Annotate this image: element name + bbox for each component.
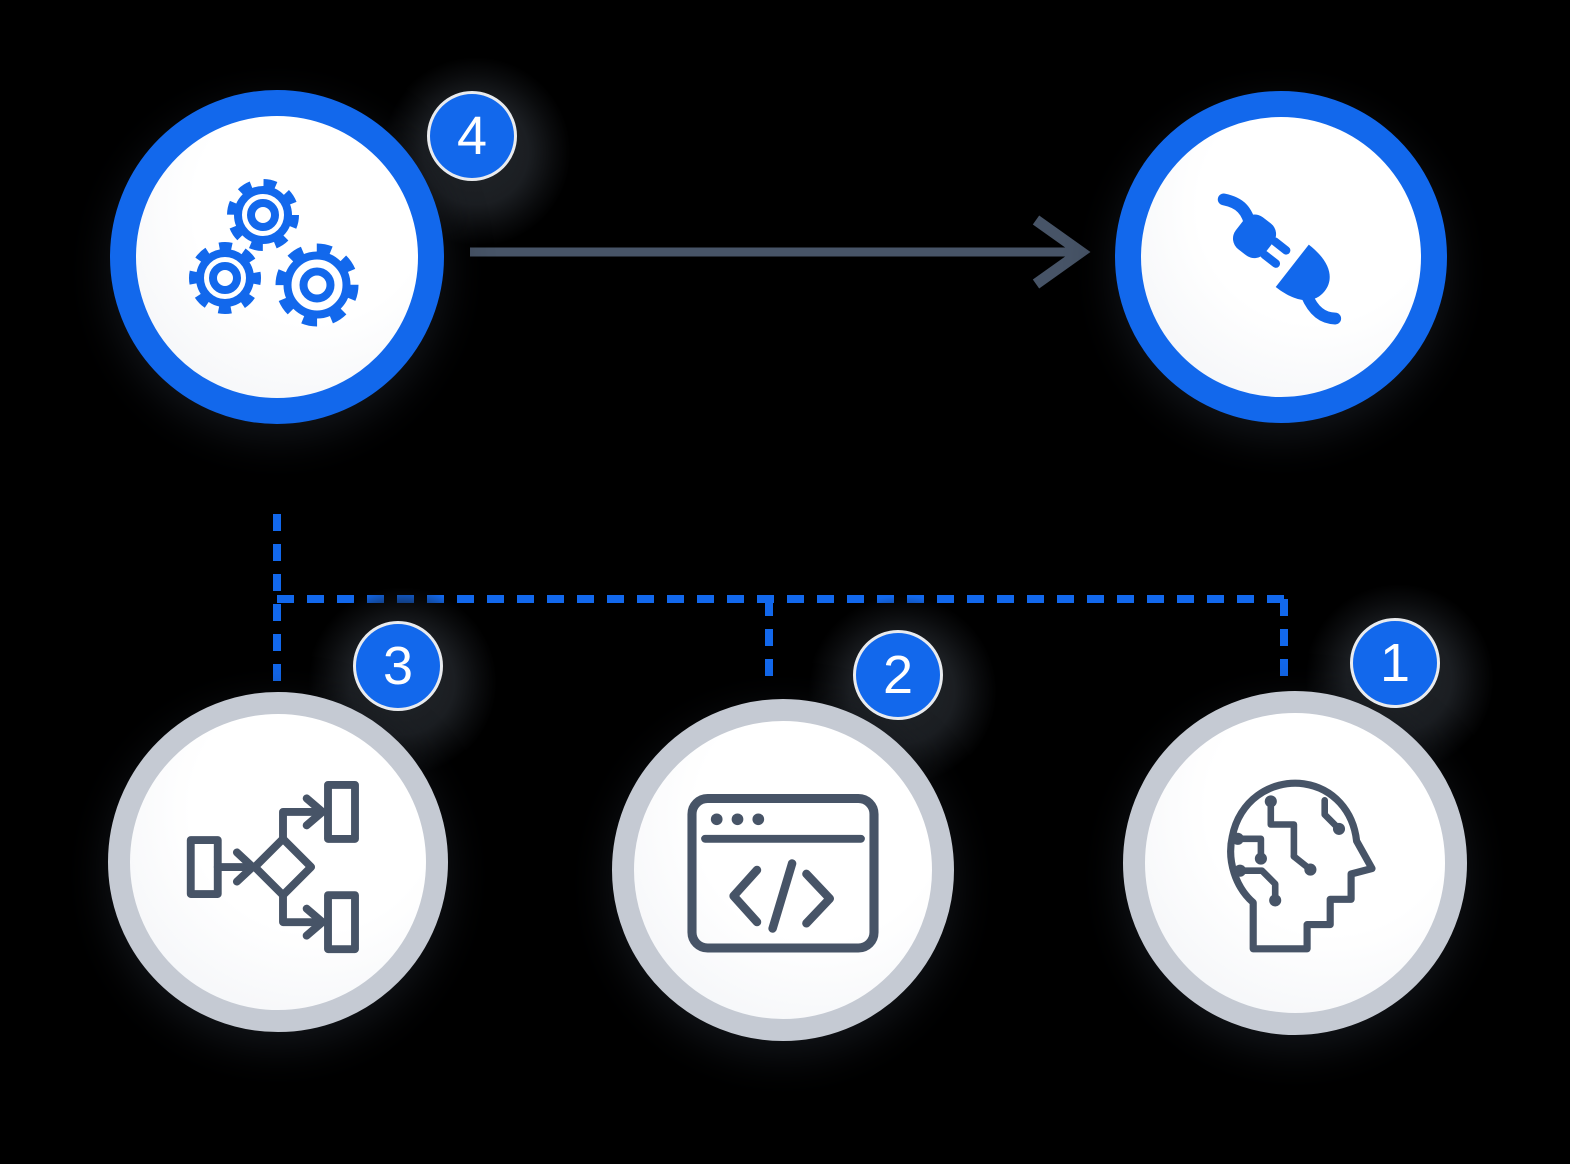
ai-head-icon xyxy=(1227,779,1376,953)
plug-icon xyxy=(1217,193,1342,325)
plug-node xyxy=(1115,91,1447,423)
solid-arrow xyxy=(470,215,1091,289)
arrowhead-icon xyxy=(1032,215,1091,289)
flowchart-node xyxy=(108,692,448,1032)
badge-1: 1 xyxy=(1350,618,1440,708)
badge-4: 4 xyxy=(427,91,517,181)
code-window-node xyxy=(612,699,954,1041)
badge-4-label: 4 xyxy=(456,106,488,166)
gears-node xyxy=(110,90,444,424)
badge-3: 3 xyxy=(353,621,443,711)
flowchart-icon xyxy=(186,780,359,953)
badge-1-label: 1 xyxy=(1379,633,1411,693)
gears-icon xyxy=(189,179,359,327)
badge-3-label: 3 xyxy=(382,636,414,696)
badge-2-label: 2 xyxy=(882,645,914,705)
code-window-icon xyxy=(687,793,879,953)
badge-2: 2 xyxy=(853,630,943,720)
ai-head-node xyxy=(1123,691,1467,1035)
